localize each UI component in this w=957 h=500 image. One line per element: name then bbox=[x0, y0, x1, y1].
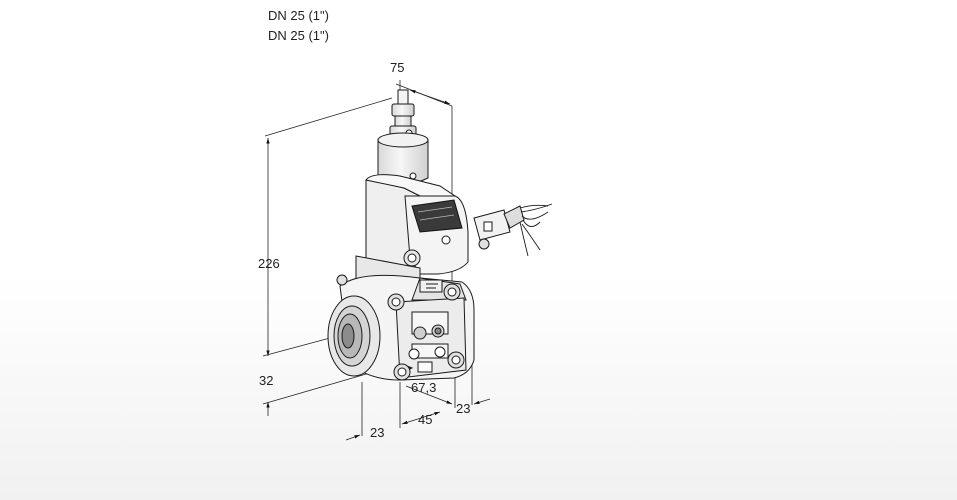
dim-height-total: 226 bbox=[258, 256, 280, 271]
cable-plug bbox=[473, 205, 525, 250]
inlet-port bbox=[327, 295, 381, 377]
dim-depth-mid: 45 bbox=[418, 412, 432, 427]
cable-wires bbox=[519, 203, 553, 257]
dim-height-bottom: 32 bbox=[259, 373, 273, 388]
mounting-screws bbox=[336, 274, 465, 381]
dim-depth-front: 23 bbox=[370, 425, 384, 440]
dim-depth-side: 23 bbox=[456, 401, 470, 416]
dim-offset-body: 67,3 bbox=[411, 380, 436, 395]
valve-assembly bbox=[327, 89, 553, 381]
actuator-housing bbox=[365, 174, 469, 277]
dim-width-top: 75 bbox=[390, 60, 404, 75]
top-terminal bbox=[389, 89, 417, 137]
header-titles: DN 25 (1") DN 25 (1") bbox=[268, 6, 329, 46]
title-line-2: DN 25 (1") bbox=[268, 28, 329, 43]
title-line-1: DN 25 (1") bbox=[268, 8, 329, 23]
solenoid-cylinder bbox=[377, 132, 429, 185]
